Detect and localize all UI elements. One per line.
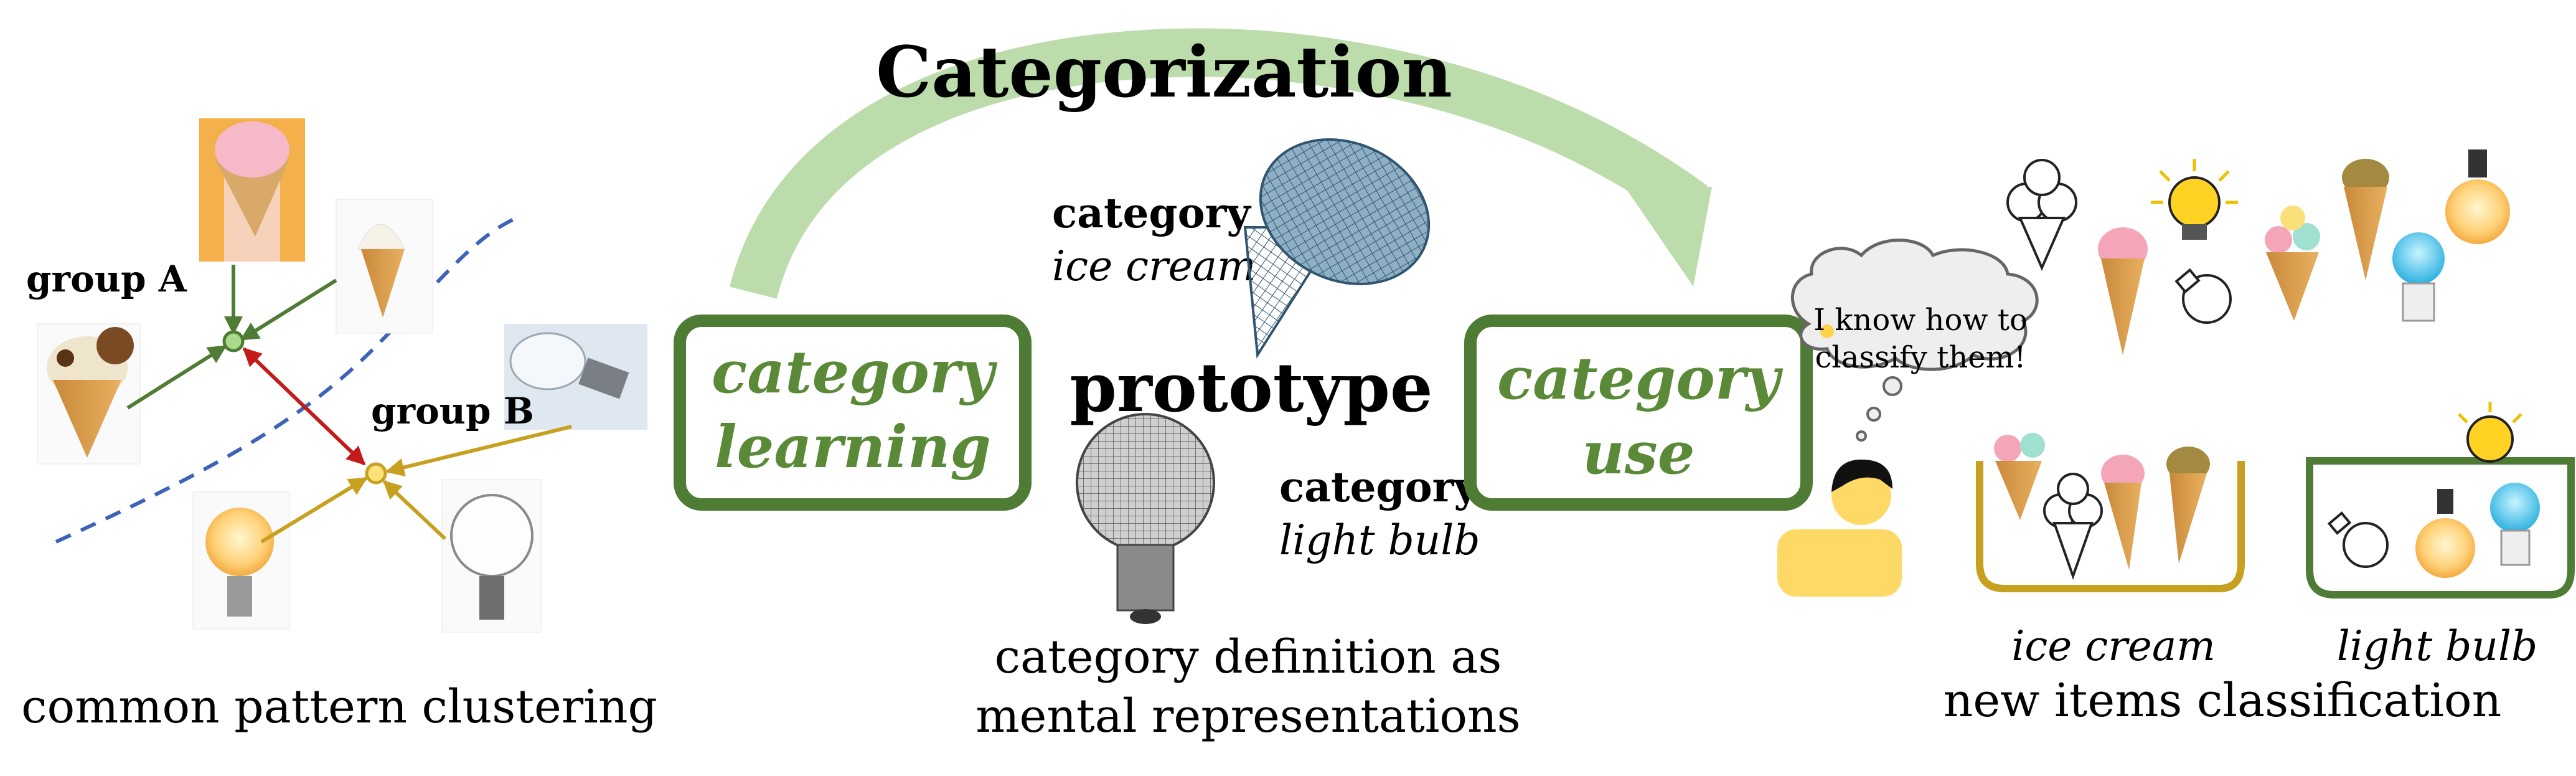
centroid-b: [365, 462, 387, 485]
warm-bulb-photo: [192, 491, 290, 630]
category-learning-line2: learning: [715, 413, 991, 481]
category-use-line1: category: [1497, 344, 1783, 413]
soft-serve-photo: [336, 199, 433, 334]
glowing-bulb-icon: [2151, 159, 2238, 240]
strawberry-cone-icon: [2098, 227, 2148, 355]
bubble-line2: classify them!: [1815, 340, 2026, 375]
arrow-softserve-to-a: [240, 278, 337, 341]
group-b-label: group B: [371, 390, 534, 432]
clear-bulb-photo: [441, 479, 542, 633]
right-caption: new items classification: [1944, 674, 2502, 727]
centroid-distance-arrow: [242, 347, 366, 466]
cookie-ice-cream-photo: [37, 323, 141, 465]
category-name-light-bulb: light bulb: [1279, 516, 1480, 564]
nut-cone-icon: [2342, 159, 2389, 280]
sketch-ice-cream-icon-binned: [2043, 473, 2103, 580]
sketch-ice-cream-icon: [2006, 159, 2077, 271]
arrow-warm-to-b: [260, 476, 368, 544]
category-use-box: [1464, 315, 1813, 511]
smart-bulb-icon: [2392, 232, 2445, 322]
left-caption: common pattern clustering: [21, 680, 657, 734]
group-a-label: group A: [26, 258, 187, 300]
ice-cream-prototype: [1243, 138, 1431, 359]
centroid-a: [222, 330, 245, 353]
bulb-icon: [1820, 324, 1834, 338]
arc-arrowhead: [1625, 187, 1712, 286]
right-panel: category use I know how to classify them…: [1464, 149, 2575, 727]
bubble-line1: I know how to: [1813, 303, 2028, 338]
bin-label-ice-cream: ice cream: [2011, 622, 2216, 670]
middle-panel: category learning category ice cream pro…: [674, 138, 1521, 743]
person-icon: [1777, 459, 1902, 597]
category-name-ice-cream: ice cream: [1052, 242, 1256, 290]
category-label-2: category: [1279, 463, 1478, 511]
edison-bulb-icon: [2445, 149, 2510, 244]
middle-caption-line2: mental representations: [975, 689, 1520, 743]
thought-bubble: I know how to classify them!: [1790, 239, 2039, 442]
bin-label-light-bulb: light bulb: [2337, 622, 2538, 670]
ice-cream-bin: [1976, 433, 2245, 592]
categorization-arc: [730, 28, 1708, 299]
hanging-bulb-photo: [504, 324, 647, 430]
category-label-1: category: [1052, 189, 1251, 237]
arrow-cookie-to-a: [126, 344, 227, 410]
title: Categorization: [876, 32, 1452, 113]
prototype-label: prototype: [1069, 349, 1432, 427]
three-scoop-cone-icon: [2265, 206, 2320, 321]
new-items: [2006, 149, 2510, 355]
light-bulb-prototype: [1076, 413, 1215, 624]
category-learning-box: [674, 315, 1032, 511]
arrow-hanging-to-b: [385, 425, 572, 477]
glowing-bulb-icon-binned: [2458, 402, 2522, 463]
arrow-clear-to-b: [382, 480, 447, 541]
ice-cream-photo-top: [199, 118, 305, 262]
category-learning-line1: category: [712, 338, 997, 407]
left-panel: group A group B common pattern clusterin…: [21, 118, 657, 734]
outline-bulb-icon: [2174, 268, 2232, 324]
category-use-line2: use: [1582, 419, 1695, 488]
light-bulb-bin: [2306, 402, 2575, 599]
middle-caption-line1: category definition as: [995, 630, 1502, 684]
